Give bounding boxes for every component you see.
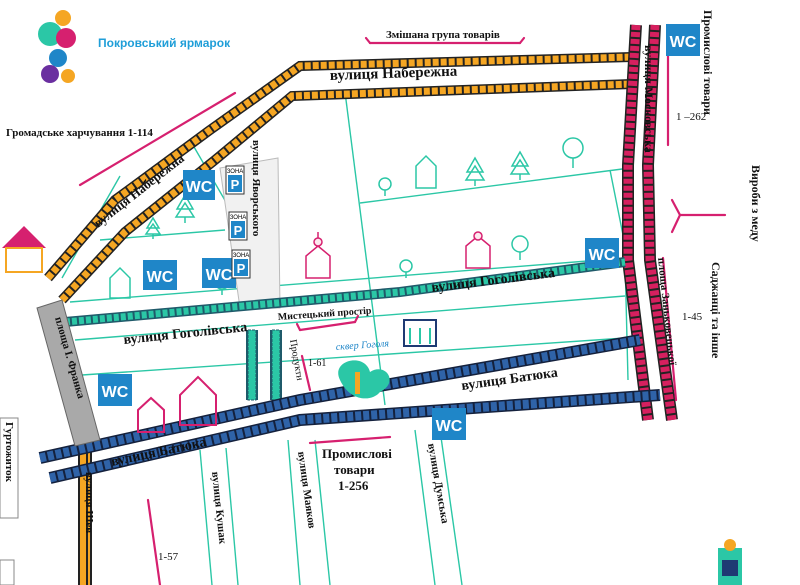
zone-dormitory: Гуртожиток	[3, 422, 15, 483]
house-icon	[109, 266, 131, 299]
wc-icon: WC	[183, 170, 215, 200]
brand-name: Покровський ярмарок	[98, 36, 231, 50]
shev-street	[78, 452, 92, 585]
round-tree-icon	[511, 235, 529, 260]
south-streets	[199, 429, 463, 585]
pine-tree-icon	[174, 193, 196, 223]
street-maiakov: вулиця Маяков	[295, 451, 318, 530]
svg-text:ЗОНА: ЗОНА	[233, 253, 250, 259]
parking-icon: ЗОНА P	[231, 249, 251, 279]
street-yavorskoho: вулиця Яворського	[250, 140, 262, 237]
zone-saplings-range: 1-45	[682, 311, 703, 323]
svg-text:P: P	[231, 177, 240, 192]
wc-icon: WC	[585, 238, 619, 268]
round-tree-icon	[378, 177, 392, 196]
zone-saplings: Саджанці та інше	[709, 262, 723, 359]
zone-industrial-right-range: 1 –262	[676, 111, 706, 123]
svg-text:WC: WC	[589, 247, 616, 264]
naberezhna-street	[44, 52, 633, 304]
svg-text:P: P	[234, 223, 243, 238]
parking-icon: ЗОНА P	[225, 165, 245, 195]
hoholivska-street	[64, 257, 626, 327]
zone-industrial-bottom: Промислові	[322, 446, 392, 461]
street-kushak: вулиця Кушак	[209, 471, 229, 545]
round-tree-icon	[562, 137, 584, 168]
svg-text:WC: WC	[186, 179, 213, 196]
batiuka-street	[38, 334, 661, 484]
dormitory-block	[0, 417, 19, 585]
church-icon	[305, 232, 331, 279]
wc-icon: WC	[143, 260, 177, 290]
svg-text:ЗОНА: ЗОНА	[230, 215, 247, 221]
zone-industrial-bottom-range: 1-256	[338, 478, 369, 493]
svg-text:WC: WC	[147, 269, 174, 286]
wc-icon: WC	[202, 258, 236, 288]
street-naberezhna-top: вулиця Набережна	[330, 64, 458, 84]
street-moskovska: вулиця Московська	[642, 45, 656, 153]
wc-icon: WC	[666, 24, 700, 56]
street-hoholivska-east: вулиця Гоголівська	[431, 266, 556, 296]
zone-brackets	[78, 23, 727, 585]
pine-tree-icon	[464, 156, 486, 186]
pine-tree-icon	[144, 216, 162, 239]
pine-tree-icon	[509, 150, 531, 180]
parking-icon: ЗОНА P	[228, 211, 248, 241]
svg-text:P: P	[237, 261, 246, 276]
street-hoholivska-west: вулиця Гоголівська	[123, 320, 248, 348]
zone-gogol-square: сквер Гоголя	[335, 338, 389, 353]
svg-text:WC: WC	[670, 34, 697, 51]
house-icon	[415, 154, 437, 189]
zone-honey: Вироби з меду	[749, 165, 763, 242]
block-lines	[61, 91, 631, 406]
zone-industrial-right: Промислові товари	[701, 10, 715, 115]
zone-mixed-goods: Змішана група товарів	[386, 29, 500, 41]
svg-text:WC: WC	[102, 384, 129, 401]
street-shev: вулиця Шев	[83, 472, 95, 533]
franka-square	[36, 299, 101, 447]
zone-food: Громадське харчування 1-114	[6, 127, 153, 139]
theatre-icon	[403, 319, 437, 347]
corner-logo-icon	[718, 539, 742, 585]
carousel-icon	[2, 226, 46, 273]
playground-house-icon	[137, 375, 217, 433]
church-icon	[465, 231, 491, 269]
wc-icon: WC	[432, 408, 466, 440]
svg-text:ЗОНА: ЗОНА	[227, 169, 244, 175]
fair-logo-icon	[38, 10, 76, 83]
gogol-monument-icon	[338, 360, 390, 399]
zone-products-range: 1-61	[308, 358, 326, 369]
zone-industrial-bottom-2: товари	[334, 462, 375, 477]
svg-text:WC: WC	[436, 418, 463, 435]
round-tree-icon	[399, 259, 413, 278]
wc-icon: WC	[98, 374, 132, 406]
svg-text:WC: WC	[206, 267, 233, 284]
zone-left-range: 1-57	[158, 551, 179, 563]
products-street	[246, 329, 282, 401]
